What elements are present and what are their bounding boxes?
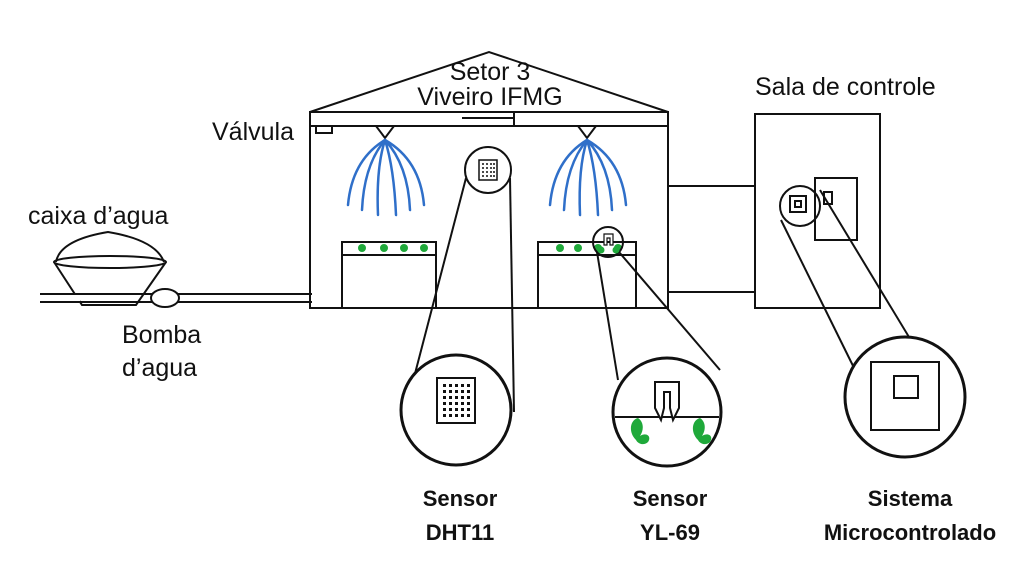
sprinkler-icon — [374, 125, 396, 140]
control-room — [754, 113, 881, 309]
label-caixa: caixa d’agua — [28, 202, 168, 230]
plant-bench-left — [341, 241, 437, 308]
yl69-sensor-small — [592, 226, 624, 258]
sprinkler-left — [346, 125, 426, 217]
dht11-sensor-zoom — [399, 353, 513, 467]
label-yl-line2: YL-69 — [640, 520, 700, 545]
label-dht-line2: DHT11 — [426, 520, 494, 545]
label-viveiro: Viveiro IFMG — [417, 83, 562, 111]
label-setor: Setor 3 — [450, 58, 531, 86]
label-mc-line2: Microcontrolado — [824, 520, 996, 545]
dht11-sensor-small — [464, 146, 512, 194]
sprinkler-right — [548, 125, 628, 217]
label-yl-line1: Sensor — [633, 486, 708, 511]
plant-bench-right — [537, 241, 637, 308]
corridor — [668, 185, 755, 293]
label-bomba-line2: d’agua — [122, 354, 197, 382]
plant-icon — [692, 418, 712, 445]
label-dht-line1: Sensor — [423, 486, 498, 511]
water-pump — [150, 288, 180, 308]
water-tank — [40, 230, 167, 306]
greenhouse — [309, 50, 669, 309]
label-valvula: Válvula — [212, 118, 294, 146]
label-sala: Sala de controle — [755, 73, 936, 101]
label-bomba-line1: Bomba — [122, 321, 201, 349]
label-mc-line1: Sistema — [868, 486, 953, 511]
sprinkler-icon — [576, 125, 598, 140]
soil-probe-icon — [654, 381, 680, 423]
plant-icon — [630, 418, 650, 445]
microcontroller-zoom — [843, 335, 967, 459]
grid-sensor-icon — [443, 384, 470, 417]
yl69-sensor-zoom — [611, 356, 723, 468]
chip-icon — [893, 375, 919, 399]
